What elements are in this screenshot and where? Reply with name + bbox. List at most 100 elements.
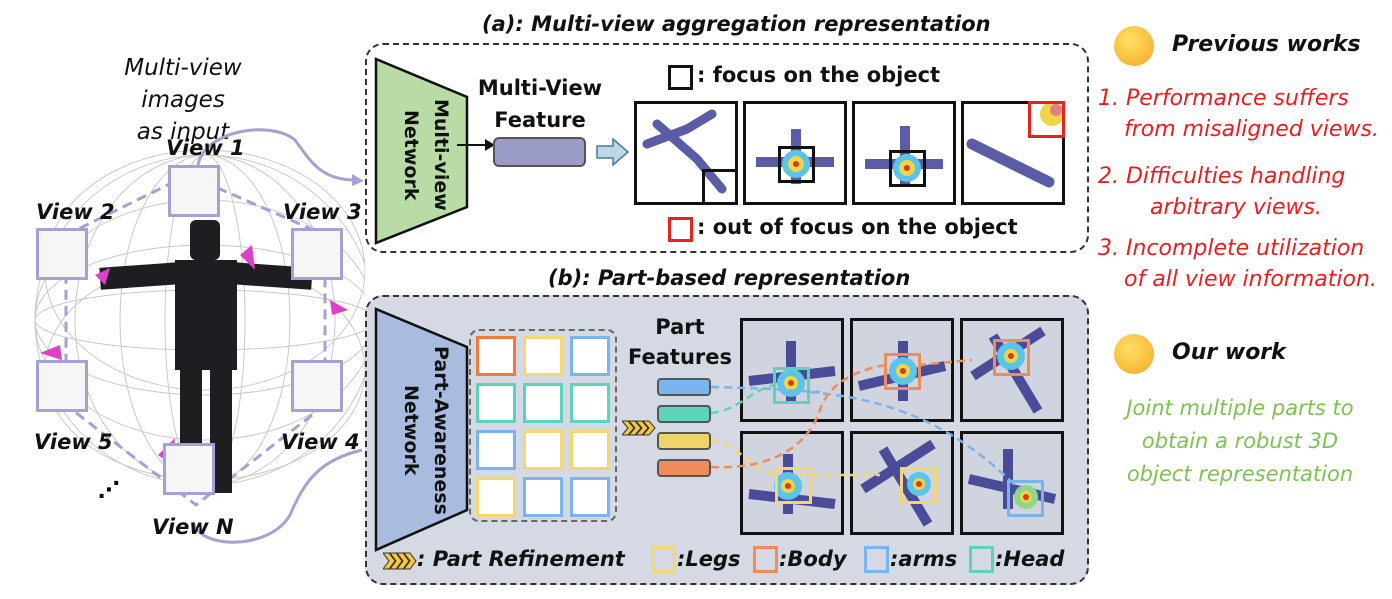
body-link — [917, 358, 973, 367]
patch-head — [570, 383, 610, 423]
item-line: 2. Difficulties handling — [1098, 164, 1346, 189]
description-line: obtain a robust 3D — [1141, 429, 1339, 453]
label-line: Network — [400, 109, 422, 201]
multi-view-feature-bar — [493, 137, 586, 167]
legend-legs: :Legs — [677, 547, 741, 571]
patch-head — [523, 383, 563, 423]
view-tile-4 — [961, 101, 1065, 205]
panel-a-title: (a): Multi-view aggregation representati… — [482, 12, 991, 36]
feature-bar-body — [657, 459, 711, 477]
label-line: Part-Awareness — [430, 345, 452, 515]
previous-item-1: 1. Performance suffers from misaligned v… — [1098, 83, 1379, 145]
part-refinement-chevrons-icon — [622, 420, 656, 436]
arms-link — [809, 390, 1021, 491]
our-work-title: Our work — [1172, 340, 1286, 365]
view-5-label: View 5 — [34, 430, 113, 454]
view-tile-2 — [743, 101, 847, 205]
viewN-to-panel-b-arrow — [191, 448, 363, 544]
heatmap-figure — [756, 129, 834, 184]
body-box — [884, 353, 921, 390]
caption-line: as input — [136, 119, 230, 145]
part-patch-grid — [469, 329, 617, 522]
legend-head: :Head — [995, 547, 1065, 571]
view-1-label: View 1 — [166, 136, 245, 160]
part-correspondence-arrows — [710, 358, 1021, 491]
thinking-face-icon — [1114, 26, 1154, 66]
view-n-label: View N — [152, 515, 234, 539]
view-2-thumbnail — [36, 228, 88, 280]
legend-chevrons-icon — [383, 552, 417, 570]
view-4-label: View 4 — [281, 430, 360, 454]
body-box — [993, 339, 1030, 376]
ellipsis: ⋰ — [98, 478, 120, 503]
previous-item-3: 3. Incomplete utilization of all view in… — [1098, 233, 1377, 295]
view-1-thumbnail — [168, 165, 220, 217]
focus-box — [702, 169, 738, 205]
out-of-focus-box — [1028, 101, 1065, 138]
patch-legs — [570, 430, 610, 470]
part-awareness-network-block — [374, 307, 469, 552]
label-line: Multi-View — [477, 76, 603, 100]
legs-link — [710, 438, 776, 477]
arrowhead-icon — [352, 174, 364, 186]
patch-arms — [570, 477, 610, 517]
out-of-focus-legend-text: : out of focus on the object — [697, 215, 1018, 239]
view-3-thumbnail — [291, 228, 343, 280]
heatmap-figure — [865, 126, 943, 184]
patch-arms — [570, 336, 610, 376]
view-3-label: View 3 — [283, 200, 362, 224]
arrow-right-icon — [457, 139, 495, 151]
patch-legs — [523, 430, 563, 470]
patch-legs — [476, 477, 516, 517]
description-line: object representation — [1126, 462, 1354, 486]
multi-view-feature-label: Multi-View Feature — [465, 72, 615, 136]
head-link — [710, 383, 776, 415]
feature-bar-head — [657, 405, 711, 423]
out-of-focus-legend-swatch — [668, 217, 693, 242]
item-line: arbitrary views. — [1150, 195, 1322, 220]
legs-box — [900, 467, 937, 504]
item-line: of all view information. — [1124, 267, 1377, 292]
our-work-description: Joint multiple parts to obtain a robust … — [1100, 392, 1380, 491]
multi-view-network-block — [374, 57, 469, 245]
arms-swatch — [864, 546, 889, 573]
body-link — [710, 363, 886, 469]
arms-link — [710, 385, 821, 394]
description-line: Joint multiple parts to — [1126, 396, 1354, 420]
input-caption: Multi-view images as input — [88, 52, 278, 148]
item-line: from misaligned views. — [1124, 117, 1379, 142]
feature-bar-legs — [657, 432, 711, 450]
multi-view-network-label: Multi-view Network — [392, 90, 456, 220]
previous-item-2: 2. Difficulties handling arbitrary views… — [1098, 161, 1345, 223]
previous-works-title: Previous works — [1172, 32, 1361, 57]
legend-arms: :arms — [890, 547, 958, 571]
patch-body — [476, 336, 516, 376]
part-tile-5 — [850, 431, 954, 535]
label-line: Part — [655, 315, 705, 339]
feature-bar-arms — [657, 378, 711, 396]
legs-box — [775, 467, 812, 504]
view-4-thumbnail — [291, 360, 343, 412]
part-awareness-network-label: Part-Awareness Network — [392, 340, 456, 520]
head-swatch — [969, 546, 994, 573]
caption-line: Multi-view images — [124, 55, 242, 113]
legs-swatch — [651, 546, 676, 573]
label-line: Network — [400, 384, 422, 476]
body-swatch — [753, 546, 778, 573]
hollow-arrow-icon — [596, 138, 630, 167]
patch-legs — [523, 336, 563, 376]
arms-box — [1007, 480, 1044, 517]
part-tile-3 — [960, 318, 1064, 422]
label-line: Features — [628, 345, 732, 369]
part-tile-1 — [740, 318, 844, 422]
patch-arms — [476, 430, 516, 470]
part-tile-2 — [850, 318, 954, 422]
focus-box — [778, 146, 815, 183]
legend-part-refinement: : Part Refinement — [417, 547, 625, 571]
patch-head — [476, 383, 516, 423]
heatmap-figure — [860, 439, 936, 527]
view1-to-panel-a-arrow — [196, 128, 356, 182]
view-5-thumbnail — [36, 360, 88, 412]
item-line: 3. Incomplete utilization — [1098, 236, 1365, 261]
lightbulb-smile-icon — [1114, 334, 1154, 374]
